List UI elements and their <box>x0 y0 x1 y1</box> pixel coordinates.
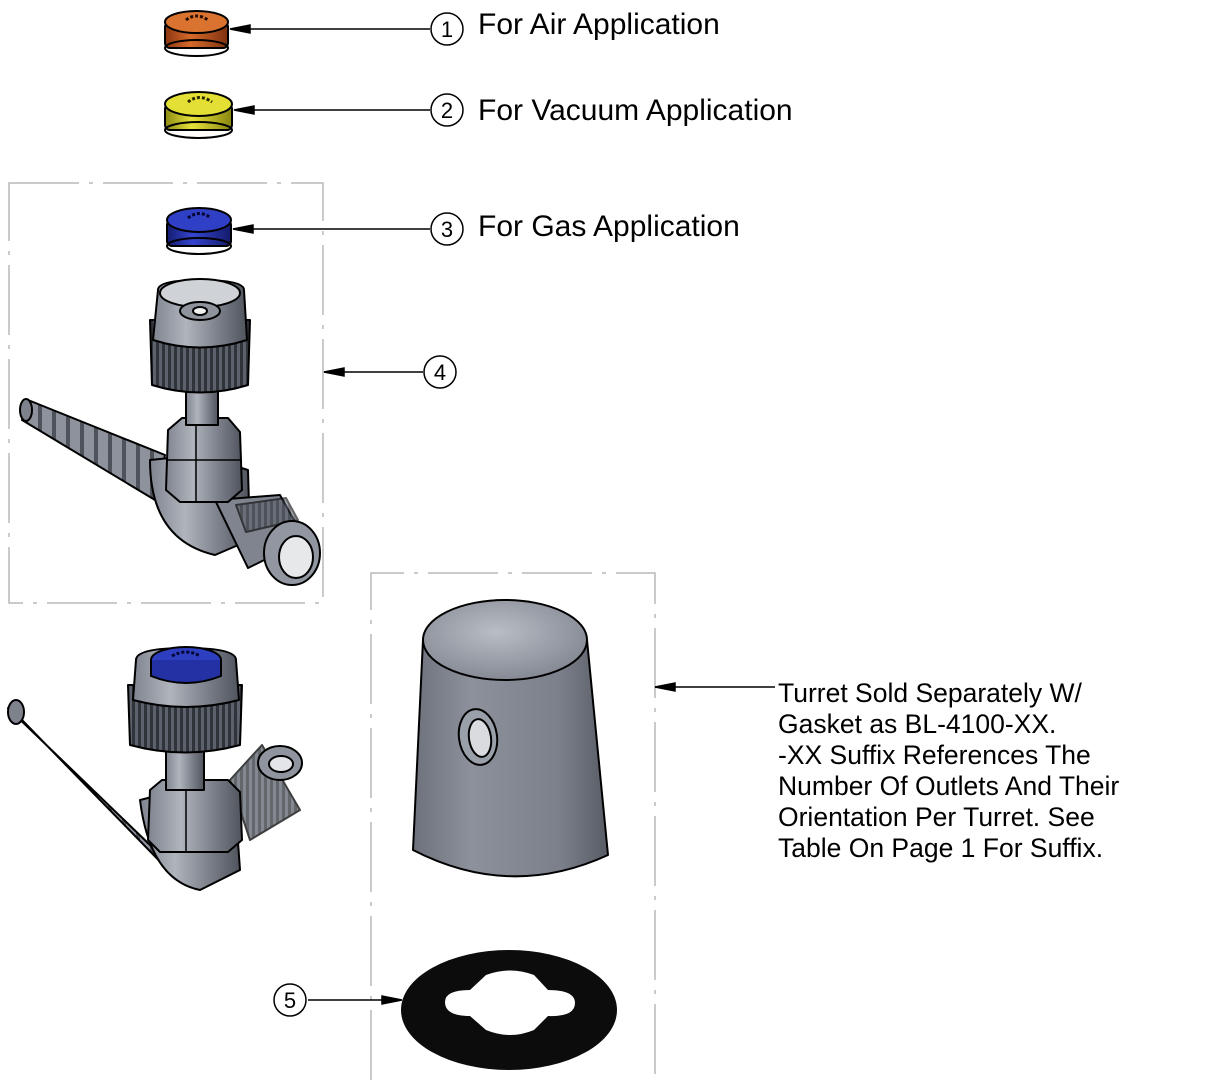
gas-cap <box>166 207 232 255</box>
callout-4: 4 <box>423 355 457 389</box>
callout-2: 2 <box>430 93 464 127</box>
air-application-label: For Air Application <box>478 8 720 41</box>
turret-note-line: -XX Suffix References The <box>778 740 1091 770</box>
svg-text:4: 4 <box>434 360 446 385</box>
turret-note-line: Turret Sold Separately W/ <box>778 678 1082 708</box>
gas-application-label: For Gas Application <box>478 210 740 243</box>
vacuum-cap <box>164 91 233 139</box>
callout-3: 3 <box>430 212 464 246</box>
svg-text:1: 1 <box>441 17 453 42</box>
turret-note-line: Orientation Per Turret. See <box>778 802 1095 832</box>
valve-assembly <box>19 278 321 586</box>
svg-text:3: 3 <box>441 217 453 242</box>
turret <box>412 599 609 878</box>
valve-assembly-frame <box>8 182 324 604</box>
callout-5: 5 <box>273 983 307 1017</box>
turret-assembly-frame <box>370 572 656 1080</box>
svg-text:5: 5 <box>284 988 296 1013</box>
air-cap <box>164 10 229 57</box>
leader-lines <box>229 24 775 1005</box>
callout-1: 1 <box>430 12 464 46</box>
turret-note-line: Gasket as BL-4100-XX. <box>778 709 1057 739</box>
svg-text:2: 2 <box>441 98 453 123</box>
assembled-valve-with-gas-cap <box>7 646 303 891</box>
vacuum-application-label: For Vacuum Application <box>478 94 793 127</box>
turret-note-line: Number Of Outlets And Their <box>778 771 1120 801</box>
turret-note-line: Table On Page 1 For Suffix. <box>778 833 1104 863</box>
gasket <box>401 950 617 1070</box>
turret-note: Turret Sold Separately W/ Gasket as BL-4… <box>778 678 1119 864</box>
